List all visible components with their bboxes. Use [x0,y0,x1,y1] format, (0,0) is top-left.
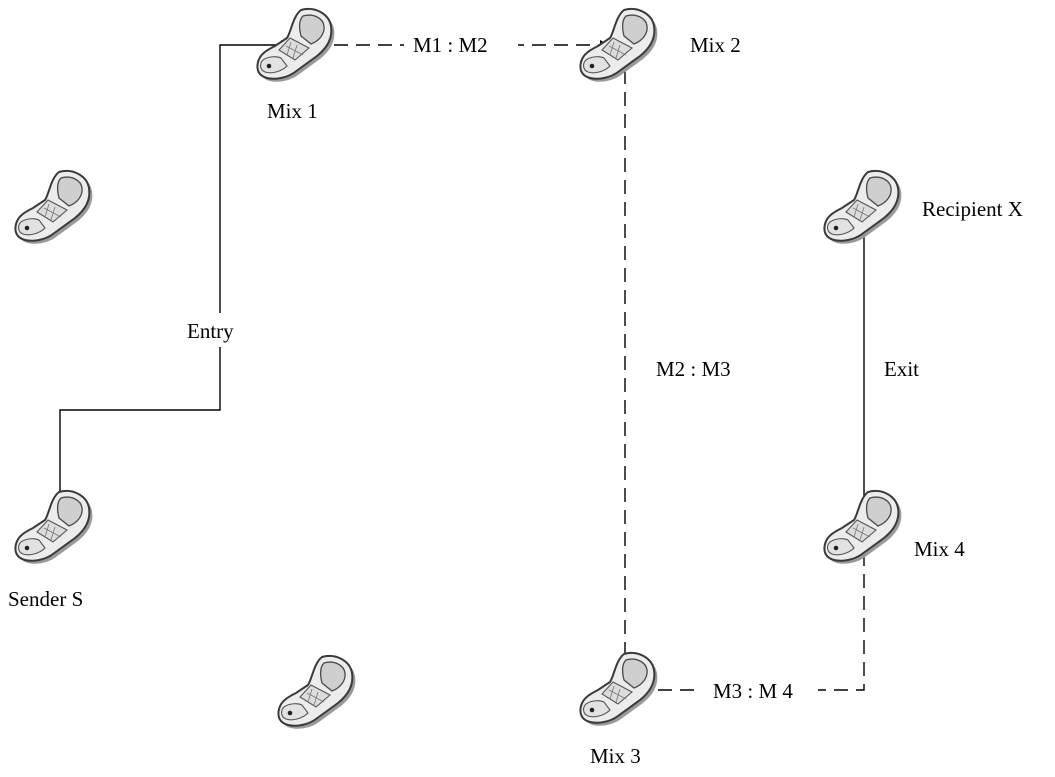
recipient-label: Recipient X [922,197,1023,221]
mobile-phone-icon [278,656,355,729]
mix4-label: Mix 4 [914,537,965,561]
m2-m3-label: M2 : M3 [656,357,731,381]
entry-edge [60,45,290,496]
m3-m4-label: M3 : M 4 [713,679,793,703]
mobile-phone-icon [824,491,901,564]
node-mix3: Mix 3 [580,653,657,768]
mix3-label: Mix 3 [590,744,641,768]
m1-m2-label: M1 : M2 [413,33,488,57]
mobile-phone-icon [15,491,92,564]
sender-label: Sender S [8,587,83,611]
node-sender: Sender S [8,491,92,611]
node-mix2: Mix 2 [580,9,740,82]
node-recipient: Recipient X [824,171,1022,244]
mobile-phone-icon [15,171,92,244]
node-mix4: Mix 4 [824,491,965,564]
entry-label: Entry [187,319,234,343]
mobile-phone-icon [580,653,657,726]
exit-label: Exit [884,357,919,381]
node-mix1: Mix 1 [257,9,334,123]
mix2-label: Mix 2 [690,33,741,57]
mix1-label: Mix 1 [267,99,318,123]
mobile-phone-icon [824,171,901,244]
mobile-phone-icon [580,9,657,82]
node-idle-b [278,656,355,729]
node-idle-a [15,171,92,244]
